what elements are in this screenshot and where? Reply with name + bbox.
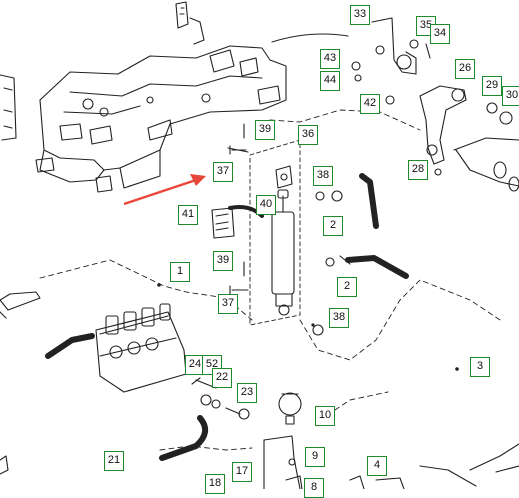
callout-24: 24 <box>185 355 205 375</box>
callout-39-upper: 39 <box>255 120 275 140</box>
callout-42: 42 <box>360 94 380 114</box>
callout-23: 23 <box>237 383 257 403</box>
harness-outline <box>39 109 501 451</box>
callout-9: 9 <box>305 447 325 467</box>
upper-right-parts-drawing <box>351 17 519 192</box>
callout-18: 18 <box>205 474 225 494</box>
lower-right-parts-drawing <box>349 443 519 489</box>
callout-4: 4 <box>367 456 387 476</box>
callout-2-upper: 2 <box>323 216 343 236</box>
hose-drawing <box>339 173 409 279</box>
frame-assembly-drawing <box>35 1 349 193</box>
callout-37-upper: 37 <box>213 162 233 182</box>
red-pointer-arrow-icon <box>123 174 206 206</box>
callout-38-upper: 38 <box>313 166 333 186</box>
callout-17: 17 <box>232 462 252 482</box>
callout-36: 36 <box>298 125 318 145</box>
callout-22: 22 <box>212 368 232 388</box>
valve-fittings-drawing <box>159 377 250 461</box>
callout-1: 1 <box>170 262 190 282</box>
leader-dots <box>157 283 459 371</box>
bracket-drawing <box>263 435 303 489</box>
callout-30: 30 <box>502 86 519 106</box>
callout-44: 44 <box>320 71 340 91</box>
callout-43: 43 <box>320 49 340 69</box>
callout-28: 28 <box>408 160 428 180</box>
callout-26: 26 <box>455 59 475 79</box>
callout-2-lower: 2 <box>337 277 357 297</box>
callout-41: 41 <box>178 205 198 225</box>
hydraulic-cylinder-drawing <box>249 139 301 326</box>
callout-21: 21 <box>104 451 124 471</box>
callout-39-lower: 39 <box>213 251 233 271</box>
callout-34: 34 <box>430 24 450 44</box>
callout-8: 8 <box>304 478 324 498</box>
callout-3: 3 <box>470 357 490 377</box>
callout-38-lower: 38 <box>329 308 349 328</box>
accumulator-drawing <box>278 392 302 425</box>
valve-block-drawing <box>45 303 187 393</box>
callout-33: 33 <box>350 5 370 25</box>
left-edge-part-drawing <box>0 74 41 475</box>
callout-29: 29 <box>482 76 502 96</box>
callout-40: 40 <box>256 195 276 215</box>
callout-10: 10 <box>315 406 335 426</box>
callout-37-lower: 37 <box>218 294 238 314</box>
